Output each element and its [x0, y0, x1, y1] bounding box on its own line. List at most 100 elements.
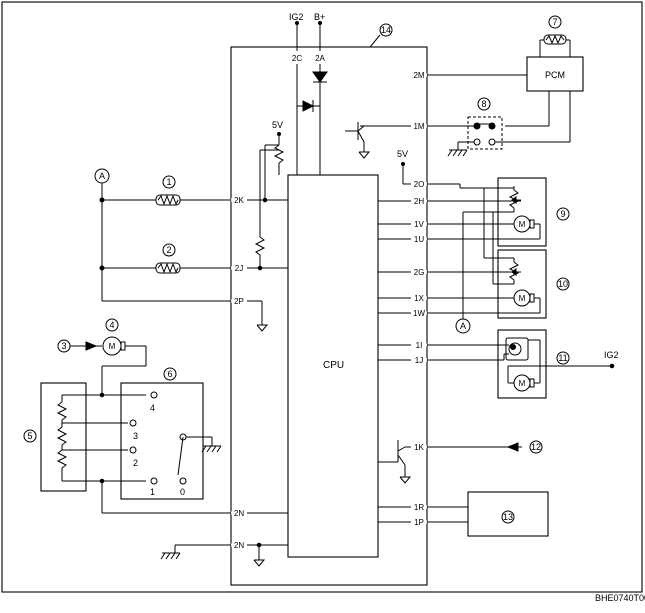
- svg-text:4: 4: [150, 403, 155, 413]
- internal-diodes: [296, 64, 328, 175]
- pin-1j: 1J: [378, 354, 427, 366]
- pin-1k: 1K: [411, 441, 427, 453]
- svg-text:2: 2: [166, 245, 171, 255]
- cpu-label: CPU: [323, 360, 344, 371]
- svg-text:A: A: [460, 321, 466, 331]
- svg-text:B+: B+: [314, 12, 325, 22]
- svg-text:2N: 2N: [234, 541, 244, 550]
- control-module-box: [230, 46, 428, 586]
- component-1-resistor: 1: [102, 175, 231, 206]
- svg-text:4: 4: [109, 320, 114, 330]
- pin-2n: 2N: [231, 507, 288, 519]
- svg-text:2K: 2K: [234, 196, 244, 205]
- callout-14: 14: [369, 23, 393, 48]
- pin-1v: 1V: [378, 218, 427, 230]
- pin-1m: 1M: [360, 91, 550, 132]
- svg-text:5V: 5V: [272, 120, 283, 130]
- svg-text:1U: 1U: [414, 235, 424, 244]
- ig2-supply-top: IG2: [289, 12, 304, 51]
- svg-text:11: 11: [558, 353, 567, 363]
- svg-text:7: 7: [552, 17, 557, 27]
- pin-1r: 1R: [378, 501, 468, 513]
- actuator-11: 11 M IG2: [427, 329, 619, 399]
- svg-text:M: M: [519, 294, 526, 303]
- pin-1u: 1U: [378, 233, 427, 245]
- svg-text:1V: 1V: [414, 220, 424, 229]
- svg-text:2P: 2P: [234, 297, 244, 306]
- svg-text:2: 2: [133, 458, 138, 468]
- svg-text:5: 5: [27, 431, 32, 441]
- pin-2a: 2A: [312, 52, 328, 64]
- svg-text:1M: 1M: [413, 122, 424, 131]
- svg-text:1R: 1R: [414, 503, 424, 512]
- component-8-switch: 8: [447, 91, 571, 157]
- svg-text:2J: 2J: [235, 264, 243, 273]
- svg-text:M: M: [109, 342, 116, 351]
- svg-text:1X: 1X: [414, 294, 424, 303]
- pcm-box: PCM: [526, 56, 584, 92]
- svg-text:2G: 2G: [414, 268, 425, 277]
- resistor-ladder-5: 5: [23, 382, 231, 514]
- svg-text:2N: 2N: [234, 509, 244, 518]
- pin-2o: 2O: [411, 178, 427, 190]
- pullup-5v-b: 5V: [397, 149, 411, 185]
- svg-text:10: 10: [558, 279, 568, 289]
- svg-text:1: 1: [166, 177, 171, 187]
- svg-text:0: 0: [180, 487, 185, 497]
- svg-text:13: 13: [503, 512, 513, 522]
- svg-text:9: 9: [560, 209, 565, 219]
- svg-text:1: 1: [150, 487, 155, 497]
- pin-2n-ground: 2N: [160, 539, 288, 567]
- pin-1i: 1I: [378, 339, 427, 351]
- svg-text:1K: 1K: [414, 443, 424, 452]
- motor-4: 3 M 4: [57, 318, 147, 395]
- svg-text:5V: 5V: [397, 149, 408, 159]
- pin-2m: 2M: [411, 69, 527, 81]
- svg-text:3: 3: [61, 341, 66, 351]
- ref-a-left: A: [94, 168, 110, 301]
- outer-frame: [1, 1, 643, 593]
- svg-text:8: 8: [481, 99, 486, 109]
- figure-code: BHE0740T002: [595, 593, 645, 603]
- svg-text:M: M: [519, 220, 526, 229]
- component-7-resistor: 7: [539, 15, 571, 57]
- transistor-1m: [345, 122, 371, 159]
- svg-text:1W: 1W: [413, 309, 425, 318]
- pin-1x: 1X: [378, 292, 427, 304]
- cpu-box: [287, 174, 379, 558]
- svg-text:IG2: IG2: [604, 350, 619, 360]
- component-13-box: 13: [467, 491, 549, 537]
- svg-text:3: 3: [133, 431, 138, 441]
- pullup-5v-a: 5V: [264, 120, 285, 200]
- svg-text:2C: 2C: [292, 54, 302, 63]
- actuator-10: 10 M A: [427, 188, 570, 334]
- svg-text:2H: 2H: [414, 197, 424, 206]
- pin-1w: 1W: [378, 307, 427, 319]
- svg-text:2M: 2M: [413, 71, 424, 80]
- svg-text:12: 12: [531, 442, 541, 452]
- pin-2p: 2P: [102, 295, 269, 332]
- pin-1p: 1P: [378, 516, 468, 528]
- svg-text:2A: 2A: [315, 54, 325, 63]
- pin-2g: 2G: [378, 266, 427, 278]
- svg-text:IG2: IG2: [289, 12, 304, 22]
- bplus-supply-top: B+: [314, 12, 325, 51]
- svg-text:1J: 1J: [415, 356, 423, 365]
- component-2-resistor: 2: [102, 243, 231, 274]
- pin-2j: 2J: [231, 149, 288, 274]
- svg-text:6: 6: [167, 369, 172, 379]
- svg-text:M: M: [519, 379, 526, 388]
- pin-2h: 2H: [378, 195, 427, 207]
- pin-2c: 2C: [289, 52, 305, 64]
- svg-text:1I: 1I: [416, 341, 423, 350]
- svg-text:1P: 1P: [414, 518, 424, 527]
- svg-text:A: A: [99, 171, 105, 181]
- transistor-1k: [378, 440, 412, 484]
- svg-text:PCM: PCM: [545, 70, 565, 80]
- svg-text:14: 14: [381, 25, 391, 35]
- pin-2k: 2K: [231, 194, 288, 206]
- switch-6: 6 4 3 2 1 0: [120, 367, 222, 500]
- input-12: 12: [427, 440, 543, 454]
